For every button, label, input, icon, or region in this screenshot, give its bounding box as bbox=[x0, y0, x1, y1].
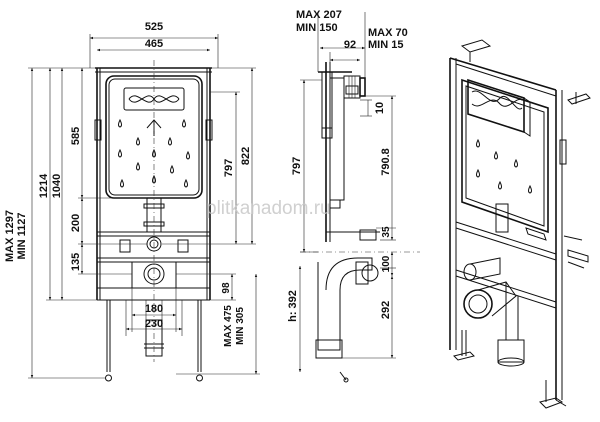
dim-230: 230 bbox=[145, 318, 163, 330]
dim-200: 200 bbox=[70, 214, 82, 232]
dim-h392: h: 392 bbox=[287, 290, 299, 322]
dim-305-min: MIN 305 bbox=[235, 307, 246, 345]
front-view: 525 465 MAX 1297 MIN 1127 1214 1040 585 … bbox=[4, 21, 260, 382]
dim-585: 585 bbox=[70, 127, 82, 145]
dim-790-8: 790.8 bbox=[380, 148, 392, 176]
dim-min15: MIN 15 bbox=[368, 39, 403, 51]
dim-180: 180 bbox=[145, 303, 163, 315]
dim-35: 35 bbox=[381, 226, 392, 238]
dim-depth-min: MIN 150 bbox=[296, 22, 338, 34]
dim-92: 92 bbox=[344, 39, 356, 51]
dim-475-max: MAX 475 bbox=[223, 305, 234, 347]
dim-100: 100 bbox=[381, 255, 392, 272]
dim-1040: 1040 bbox=[51, 174, 63, 198]
dim-width-outer: 525 bbox=[145, 21, 163, 33]
dim-797-side: 797 bbox=[291, 157, 303, 175]
isometric-view bbox=[449, 39, 591, 409]
dim-max70: MAX 70 bbox=[368, 27, 408, 39]
dim-135: 135 bbox=[70, 253, 82, 271]
dim-depth-max: MAX 207 bbox=[296, 9, 342, 21]
dim-height-min: MIN 1127 bbox=[16, 212, 28, 259]
dim-height-max: MAX 1297 bbox=[4, 210, 16, 262]
side-view: MAX 207 MIN 150 92 MAX 70 MIN 15 10 797 … bbox=[287, 9, 420, 383]
dim-1214: 1214 bbox=[38, 173, 50, 198]
dim-822: 822 bbox=[240, 147, 252, 165]
watermark: plitkanadom.ru bbox=[206, 198, 331, 219]
dim-width-inner: 465 bbox=[145, 38, 163, 50]
dim-10: 10 bbox=[374, 102, 386, 114]
dim-797-front: 797 bbox=[223, 159, 235, 177]
dim-292: 292 bbox=[380, 301, 392, 319]
dim-98: 98 bbox=[221, 282, 232, 294]
